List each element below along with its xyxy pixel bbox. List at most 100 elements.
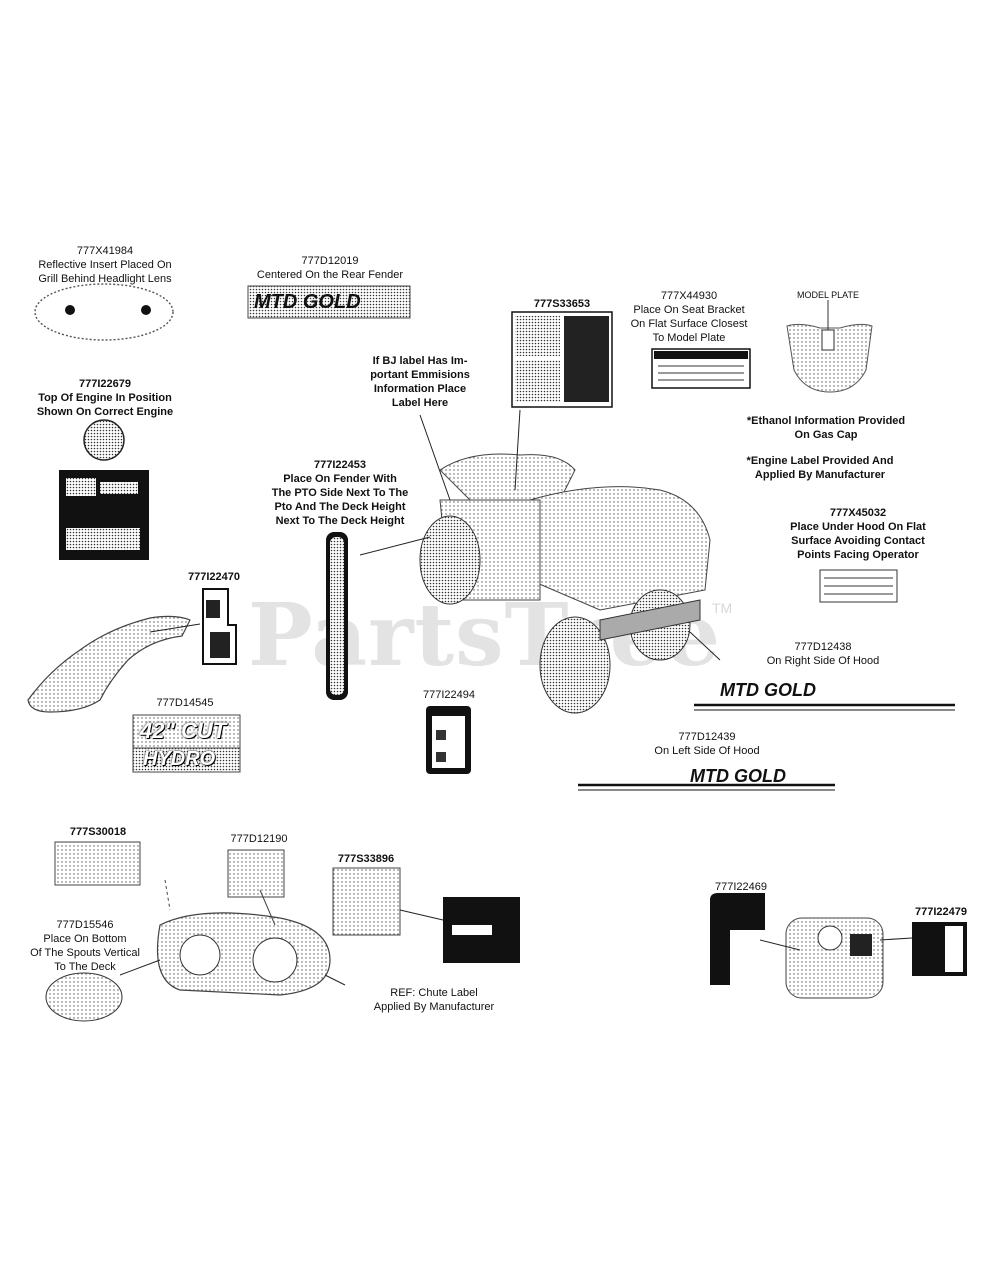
callout-777D12019: 777D12019 Centered On the Rear Fender bbox=[250, 254, 410, 282]
part-number: 777X41984 bbox=[76, 245, 134, 257]
emission-label-decal bbox=[511, 311, 613, 408]
deck-cut-logo: 42" CUT bbox=[140, 718, 227, 743]
callout-line: REF: Chute Label bbox=[390, 987, 478, 999]
fuel-tank-illustration bbox=[785, 917, 884, 999]
part-number: 777D12438 bbox=[794, 641, 852, 653]
callout-line: Top Of Engine In Position bbox=[38, 392, 172, 404]
ethanol-note: *Ethanol Information Provided On Gas Cap bbox=[740, 414, 912, 442]
callout-line: Grill Behind Headlight Lens bbox=[38, 273, 172, 285]
part-number: 777I22453 bbox=[314, 459, 366, 471]
mtd-gold-right-decal bbox=[694, 703, 955, 711]
part-number: 777S33653 bbox=[533, 298, 591, 310]
callout-line: Information Place bbox=[373, 383, 467, 395]
part-number: 777I22469 bbox=[715, 881, 767, 893]
callout-line: Next To The Deck Height bbox=[275, 515, 405, 527]
callout-777X45032: 777X45032 Place Under Hood On Flat Surfa… bbox=[778, 506, 938, 562]
engine-label-square bbox=[59, 470, 149, 560]
callout-777I22453: 777I22453 Place On Fender With The PTO S… bbox=[258, 458, 422, 528]
777D12190-decal bbox=[227, 849, 285, 898]
777D15546-decal bbox=[45, 972, 123, 1022]
callout-line: On Flat Surface Closest bbox=[630, 318, 748, 330]
callout-line: Of The Spouts Vertical bbox=[30, 947, 140, 959]
small-control-label bbox=[426, 706, 471, 774]
mower-deck-illustration bbox=[157, 879, 331, 996]
777S33896-decal bbox=[332, 867, 401, 936]
callout-line: Place On Fender With bbox=[283, 473, 397, 485]
hydro-logo: HYDRO bbox=[143, 748, 216, 770]
callout-line: Place On Bottom bbox=[43, 933, 127, 945]
under-hood-label bbox=[819, 569, 898, 603]
part-number: 777I22679 bbox=[79, 378, 131, 390]
callout-line: If BJ label Has Im- bbox=[372, 355, 468, 367]
emissions-note: If BJ label Has Im- portant Emmisions In… bbox=[355, 354, 485, 410]
engine-label-text: *Engine Label Provided And Applied By Ma… bbox=[746, 455, 894, 481]
bracket-label bbox=[202, 588, 237, 665]
callout-777D12438: 777D12438 On Right Side Of Hood bbox=[755, 640, 891, 668]
callout-line: Surface Avoiding Contact bbox=[791, 535, 925, 547]
part-number: 777X44930 bbox=[660, 290, 718, 302]
part-number: 777I22494 bbox=[423, 689, 475, 701]
callout-line: On Left Side Of Hood bbox=[654, 745, 760, 757]
deck-cut-hydro-decal bbox=[132, 714, 241, 773]
mtd-gold-rear-logo: MTD GOLD bbox=[254, 291, 361, 313]
callout-line: On Right Side Of Hood bbox=[766, 655, 880, 667]
callout-line: Applied By Manufacturer bbox=[373, 1001, 495, 1013]
mtd-gold-rear-decal bbox=[247, 285, 411, 319]
ethanol-text: *Ethanol Information Provided On Gas Cap bbox=[746, 415, 906, 441]
callout-line: To Model Plate bbox=[652, 332, 726, 344]
callout-777D14545: 777D14545 bbox=[152, 696, 218, 710]
chute-label-note: REF: Chute Label Applied By Manufacturer bbox=[362, 986, 506, 1014]
777I22479-decal bbox=[912, 922, 967, 976]
callout-777I22470: 777I22470 bbox=[184, 570, 244, 584]
watermark-trademark: TM bbox=[712, 600, 733, 616]
callout-777D12190: 777D12190 bbox=[224, 832, 294, 846]
reflective-insert-decal bbox=[34, 283, 174, 341]
engine-label-note: *Engine Label Provided And Applied By Ma… bbox=[730, 454, 910, 482]
callout-line: To The Deck bbox=[54, 961, 116, 973]
callout-777D15546: 777D15546 Place On Bottom Of The Spouts … bbox=[18, 918, 152, 974]
mtd-gold-left-decal bbox=[578, 783, 835, 791]
callout-777I22469: 777I22469 bbox=[704, 880, 778, 894]
callout-777X44930: 777X44930 Place On Seat Bracket On Flat … bbox=[618, 289, 760, 345]
callout-777I22479: 777I22479 bbox=[904, 905, 978, 919]
callout-line: Points Facing Operator bbox=[797, 549, 919, 561]
part-number: 777X45032 bbox=[829, 507, 887, 519]
part-number: 777D12439 bbox=[678, 731, 736, 743]
callout-line: Place On Seat Bracket bbox=[633, 304, 745, 316]
callout-777S33896: 777S33896 bbox=[330, 852, 402, 866]
777I22469-decal bbox=[710, 893, 765, 985]
engine-round-label bbox=[83, 419, 125, 461]
mtd-gold-right-logo: MTD GOLD bbox=[720, 680, 816, 700]
model-plate-label: MODEL PLATE bbox=[782, 288, 874, 302]
chute-photo bbox=[443, 897, 520, 963]
callout-line: Pto And The Deck Height bbox=[274, 501, 406, 513]
callout-line: portant Emmisions bbox=[370, 369, 470, 381]
part-number: 777D12019 bbox=[301, 255, 359, 267]
part-number: 777D14545 bbox=[156, 697, 214, 709]
callout-777D12439: 777D12439 On Left Side Of Hood bbox=[640, 730, 774, 758]
lawn-tractor-illustration bbox=[419, 453, 711, 714]
777S30018-decal bbox=[54, 841, 141, 886]
callout-line: Shown On Correct Engine bbox=[36, 406, 174, 418]
seat-bracket-label bbox=[651, 348, 751, 389]
fender-part bbox=[27, 615, 201, 713]
part-number: 777S33896 bbox=[337, 853, 395, 865]
callout-line: The PTO Side Next To The bbox=[271, 487, 409, 499]
part-number: 777I22470 bbox=[188, 571, 240, 583]
callout-line: Reflective Insert Placed On bbox=[38, 259, 172, 271]
callout-line: Label Here bbox=[391, 397, 449, 409]
leader-lines bbox=[119, 409, 913, 986]
part-number: 777D12190 bbox=[230, 833, 288, 845]
part-number: 777D15546 bbox=[56, 919, 114, 931]
fender-strip-decal bbox=[326, 532, 348, 700]
callout-777I22494: 777I22494 bbox=[418, 688, 480, 702]
model-plate-text: MODEL PLATE bbox=[796, 290, 859, 300]
callout-777S30018: 777S30018 bbox=[60, 825, 136, 839]
callout-line: Place Under Hood On Flat bbox=[790, 521, 926, 533]
part-number: 777I22479 bbox=[915, 906, 967, 918]
mtd-gold-left-logo: MTD GOLD bbox=[690, 766, 786, 786]
callout-777S33653: 777S33653 bbox=[520, 297, 604, 311]
callout-777X41984: 777X41984 Reflective Insert Placed On Gr… bbox=[30, 244, 180, 286]
part-number: 777S30018 bbox=[69, 826, 127, 838]
